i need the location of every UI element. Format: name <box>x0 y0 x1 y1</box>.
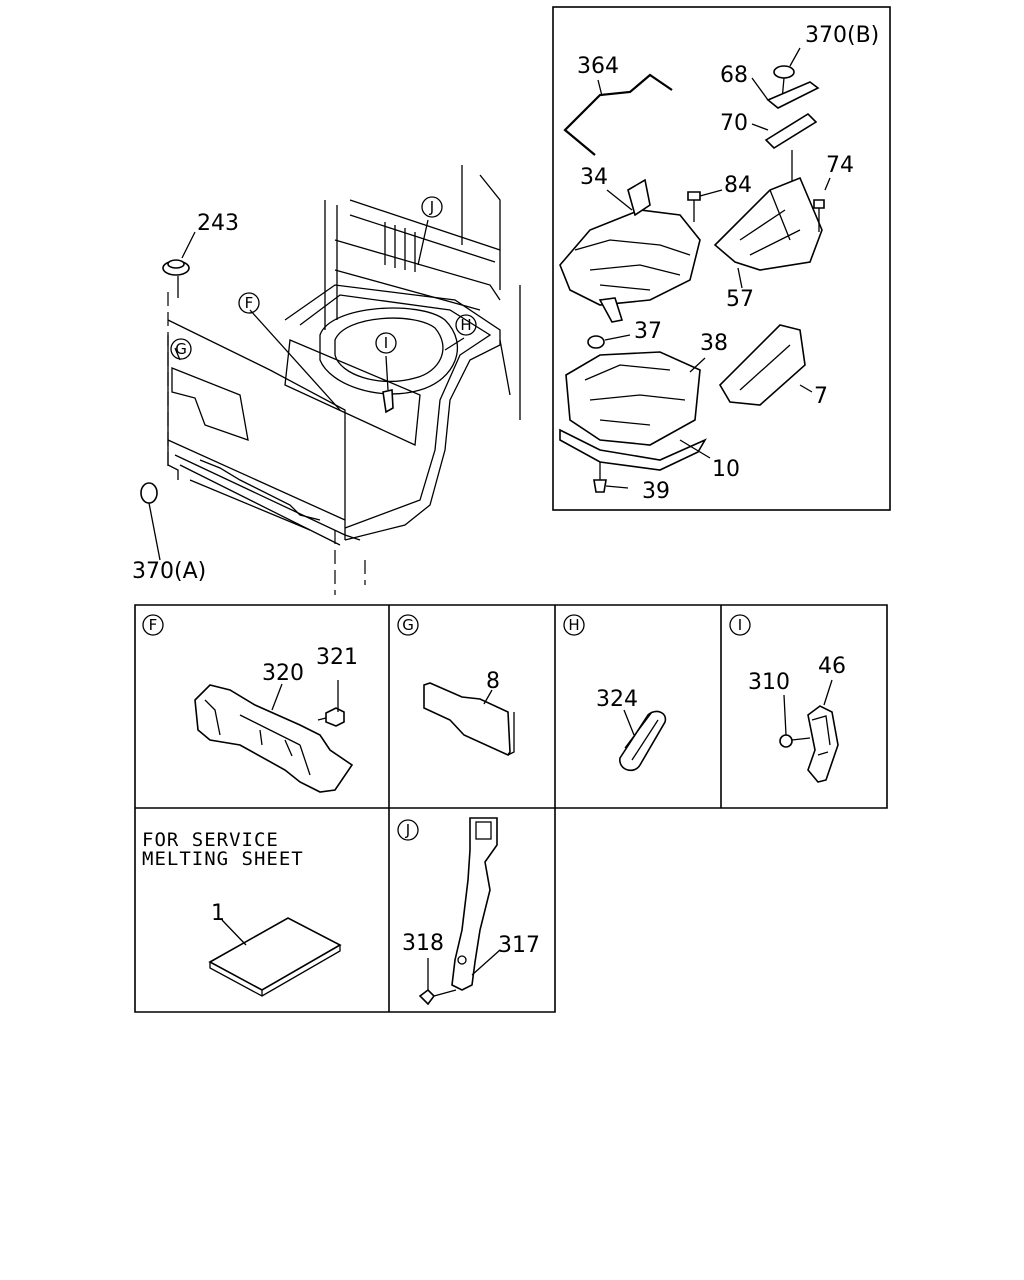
main-view: 243 370(A) F G H I J <box>132 165 521 595</box>
label-320: 320 <box>262 661 304 686</box>
detail-panel-h: H 324 <box>563 614 667 772</box>
label-1: 1 <box>211 901 225 926</box>
svg-text:J: J <box>405 821 410 839</box>
callout-f: F <box>238 292 260 314</box>
svg-text:J: J <box>429 198 434 216</box>
label-318: 318 <box>402 931 444 956</box>
detail-panel-service: FOR SERVICE MELTING SHEET 1 <box>142 829 342 997</box>
label-34: 34 <box>580 165 608 190</box>
label-68: 68 <box>720 63 748 88</box>
label-364: 364 <box>577 54 619 79</box>
label-370b: 370(B) <box>805 23 879 48</box>
label-10: 10 <box>712 457 740 482</box>
label-321: 321 <box>316 645 358 670</box>
service-note-line2: MELTING SHEET <box>142 848 304 870</box>
label-70: 70 <box>720 111 748 136</box>
panel-letter-f: F <box>142 614 164 636</box>
svg-text:I: I <box>738 616 742 634</box>
label-317: 317 <box>498 933 540 958</box>
panel-letter-i: I <box>729 614 751 636</box>
panel-letter-h: H <box>563 614 585 636</box>
label-74: 74 <box>826 153 854 178</box>
label-38: 38 <box>700 331 728 356</box>
label-37: 37 <box>634 319 662 344</box>
callout-g: G <box>170 338 192 360</box>
panel-letter-j: J <box>397 819 419 841</box>
detail-panel-f: F 320 321 <box>142 614 358 793</box>
label-8: 8 <box>486 669 500 694</box>
detail-panel-i: I 310 46 <box>729 614 846 783</box>
svg-text:F: F <box>245 294 254 312</box>
label-39: 39 <box>642 479 670 504</box>
label-46: 46 <box>818 654 846 679</box>
detail-panel-g: G 8 <box>397 614 515 757</box>
label-310: 310 <box>748 670 790 695</box>
inset-storage-tray: 364 370(B) 68 70 34 84 74 57 37 38 7 10 … <box>552 6 891 511</box>
detail-grid <box>134 604 888 1013</box>
svg-text:G: G <box>175 340 187 358</box>
callout-i: I <box>375 332 397 354</box>
service-note-line1: FOR SERVICE <box>142 829 279 851</box>
svg-text:I: I <box>384 334 388 352</box>
panel-letter-g: G <box>397 614 419 636</box>
detail-panel-j: J 318 317 <box>397 817 540 1006</box>
label-243: 243 <box>197 211 239 236</box>
svg-text:F: F <box>149 616 158 634</box>
label-7: 7 <box>814 384 828 409</box>
svg-text:H: H <box>460 316 471 334</box>
label-84: 84 <box>724 173 752 198</box>
callout-h: H <box>455 314 477 336</box>
label-370a: 370(A) <box>132 559 206 584</box>
callout-j: J <box>421 196 443 218</box>
label-324: 324 <box>596 687 638 712</box>
svg-text:H: H <box>568 616 579 634</box>
svg-text:G: G <box>402 616 414 634</box>
label-57: 57 <box>726 287 754 312</box>
